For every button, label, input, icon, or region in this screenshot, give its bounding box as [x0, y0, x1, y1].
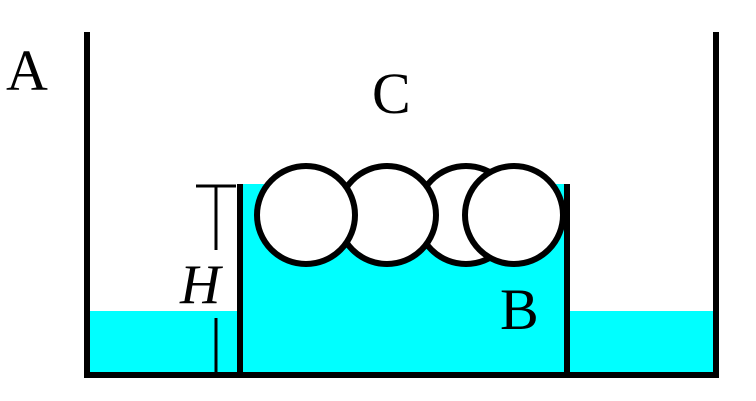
label-b: B — [500, 277, 539, 342]
outer-water-left — [88, 311, 238, 374]
label-a: A — [6, 38, 48, 103]
label-h: H — [179, 254, 223, 316]
balls-group — [254, 163, 566, 267]
outer-container — [84, 32, 719, 378]
ball-4 — [462, 163, 566, 267]
label-c: C — [372, 61, 411, 126]
ball-1 — [254, 163, 358, 267]
outer-water-right — [568, 311, 714, 374]
